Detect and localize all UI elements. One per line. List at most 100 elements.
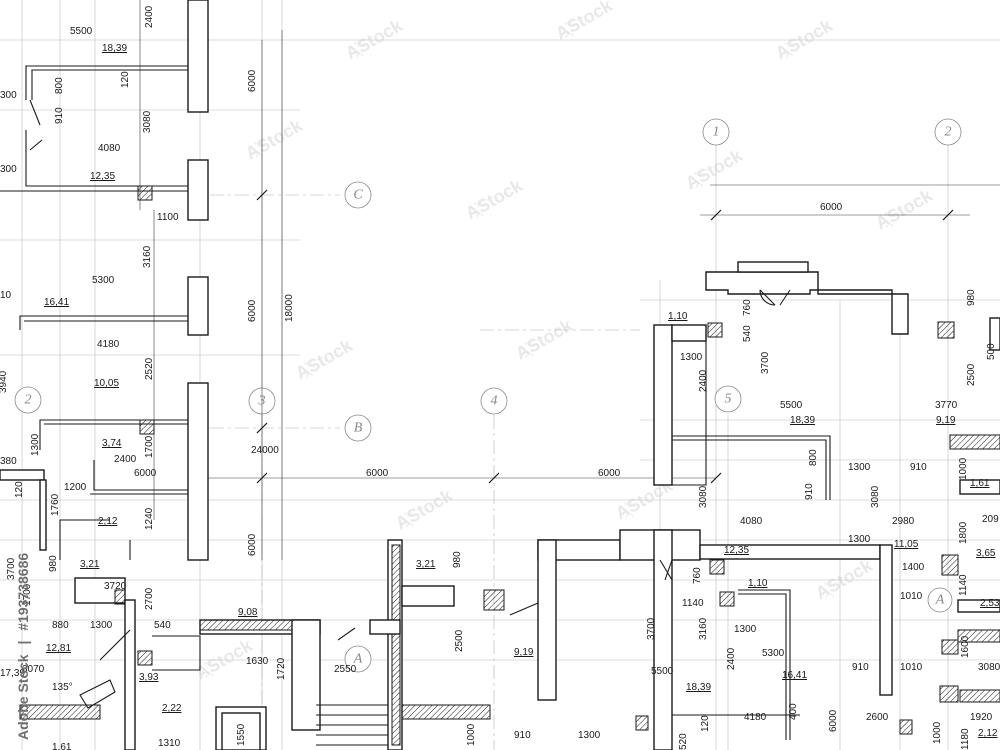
dim-18000: 18000 xyxy=(284,294,295,322)
dimension-lines xyxy=(139,0,1000,560)
dim-910: 910 xyxy=(54,107,65,124)
dim-4080: 4080 xyxy=(98,143,121,154)
dim-3070: 3070 xyxy=(22,664,45,675)
dim-910-r: 910 xyxy=(804,483,815,500)
dim-5500-r2: 5500 xyxy=(651,666,674,677)
dim-3940: 3940 xyxy=(0,370,9,393)
dim-1720: 1720 xyxy=(276,657,287,680)
dim-6000-top: 6000 xyxy=(820,202,843,213)
dim-1010: 1010 xyxy=(900,591,923,602)
dim-760-r: 760 xyxy=(742,299,753,316)
svg-text:3: 3 xyxy=(258,394,266,409)
dim-400: 400 xyxy=(788,703,799,720)
dim-2500-r: 2500 xyxy=(966,363,977,386)
dim-980-r: 980 xyxy=(966,289,977,306)
axis-bubble-2-left: 2 xyxy=(14,386,42,414)
dim-500-r: 500 xyxy=(986,343,997,360)
dim-1550: 1550 xyxy=(236,723,247,746)
svg-text:3,21: 3,21 xyxy=(416,559,436,570)
dim-880: 880 xyxy=(52,620,69,631)
svg-text:A҉Stock: A҉Stock xyxy=(682,145,747,194)
dim-3700-l: 3700 xyxy=(6,557,17,580)
svg-text:A҉Stock: A҉Stock xyxy=(342,15,407,64)
watermark-texture: A҉Stock A҉Stock A҉Stock A҉Stock A҉Stock … xyxy=(192,0,937,683)
svg-text:2,53: 2,53 xyxy=(980,598,1000,609)
dim-1300-r4: 1300 xyxy=(734,624,757,635)
dim-5300-r: 5300 xyxy=(762,648,785,659)
svg-text:A҉Stock: A҉Stock xyxy=(812,555,877,604)
dim-760-r2: 760 xyxy=(692,567,703,584)
axis-bubble-4: 4 xyxy=(480,387,508,415)
svg-text:9,19: 9,19 xyxy=(936,415,956,426)
svg-text:2: 2 xyxy=(25,393,32,408)
svg-text:1,10: 1,10 xyxy=(748,578,768,589)
dim-2400: 2400 xyxy=(144,5,155,28)
dim-3160: 3160 xyxy=(142,245,153,268)
dim-1140-b: 1140 xyxy=(682,598,704,609)
dim-540: 540 xyxy=(154,620,171,631)
dim-10: 10 xyxy=(0,290,12,301)
dim-4080-r: 4080 xyxy=(740,516,763,527)
dim-1630: 1630 xyxy=(246,656,269,667)
dim-910-r3: 910 xyxy=(852,662,869,673)
svg-text:12,81: 12,81 xyxy=(46,643,71,654)
dim-800: 800 xyxy=(54,77,65,94)
dim-3080-r: 3080 xyxy=(698,485,709,508)
svg-text:3,65: 3,65 xyxy=(976,548,996,559)
dim-5500: 5500 xyxy=(70,26,93,37)
dim-6000-d: 6000 xyxy=(366,468,389,479)
dim-120: 120 xyxy=(120,71,131,88)
svg-text:16,41: 16,41 xyxy=(782,670,807,681)
dim-2980: 2980 xyxy=(892,516,915,527)
svg-text:18,39: 18,39 xyxy=(686,682,711,693)
dim-1140: 1140 xyxy=(958,574,969,596)
dim-1300-r2: 1300 xyxy=(848,462,871,473)
svg-text:2,12: 2,12 xyxy=(98,516,118,527)
dim-1180: 1180 xyxy=(960,728,971,750)
svg-text:12,35: 12,35 xyxy=(90,171,115,182)
axis-bubble-2: 2 xyxy=(934,118,962,146)
svg-text:3,74: 3,74 xyxy=(102,438,122,449)
svg-text:209: 209 xyxy=(982,514,999,525)
dim-910-r2: 910 xyxy=(910,462,927,473)
svg-text:4: 4 xyxy=(491,394,498,409)
dim-6000-r: 6000 xyxy=(828,709,839,732)
dim-3080-r2: 3080 xyxy=(870,485,881,508)
svg-text:A҉Stock: A҉Stock xyxy=(512,315,577,364)
dim-135deg: 135° xyxy=(52,682,73,693)
dim-3700-r: 3700 xyxy=(760,351,771,374)
dim-2400-r2: 2400 xyxy=(726,647,737,670)
dim-2550: 2550 xyxy=(334,664,357,675)
svg-text:18,39: 18,39 xyxy=(102,43,127,54)
dim-1300-r5: 1300 xyxy=(578,730,601,741)
svg-text:17,39: 17,39 xyxy=(0,668,25,679)
dim-6000-b: 6000 xyxy=(247,299,258,322)
axis-bubbles: 1 2 C 3 4 B 5 A 2 A xyxy=(14,118,962,673)
svg-text:18,39: 18,39 xyxy=(790,415,815,426)
dim-3700-r2: 3700 xyxy=(646,617,657,640)
svg-text:2,22: 2,22 xyxy=(162,703,182,714)
dim-6000: 6000 xyxy=(247,69,258,92)
axis-bubble-c: C xyxy=(344,181,372,209)
svg-text:A҉Stock: A҉Stock xyxy=(292,335,357,384)
dim-1700: 1700 xyxy=(144,435,155,458)
svg-text:Adobe Stock | #193: Adobe Stock | #193738686 xyxy=(15,553,31,740)
svg-text:B: B xyxy=(354,421,363,436)
svg-text:1: 1 xyxy=(713,125,720,140)
svg-text:A҉Stock: A҉Stock xyxy=(242,115,307,164)
dim-3770: 3770 xyxy=(935,400,958,411)
dim-3720: 3720 xyxy=(104,581,127,592)
dim-380: 380 xyxy=(0,456,17,467)
dim-1800-r: 1800 xyxy=(958,521,969,544)
axis-bubble-b: B xyxy=(344,414,372,442)
dim-1-61: 1,61 xyxy=(52,742,72,750)
svg-text:10,05: 10,05 xyxy=(94,378,119,389)
dim-1310: 1310 xyxy=(158,738,181,749)
dim-980-b: 980 xyxy=(452,551,463,568)
dim-2600: 2600 xyxy=(866,712,889,723)
dim-980: 980 xyxy=(48,555,59,572)
dim-910-r4: 910 xyxy=(514,730,531,741)
dim-1760: 1760 xyxy=(50,493,61,516)
axis-bubble-1: 1 xyxy=(702,118,730,146)
dim-1000: 1000 xyxy=(466,723,477,746)
